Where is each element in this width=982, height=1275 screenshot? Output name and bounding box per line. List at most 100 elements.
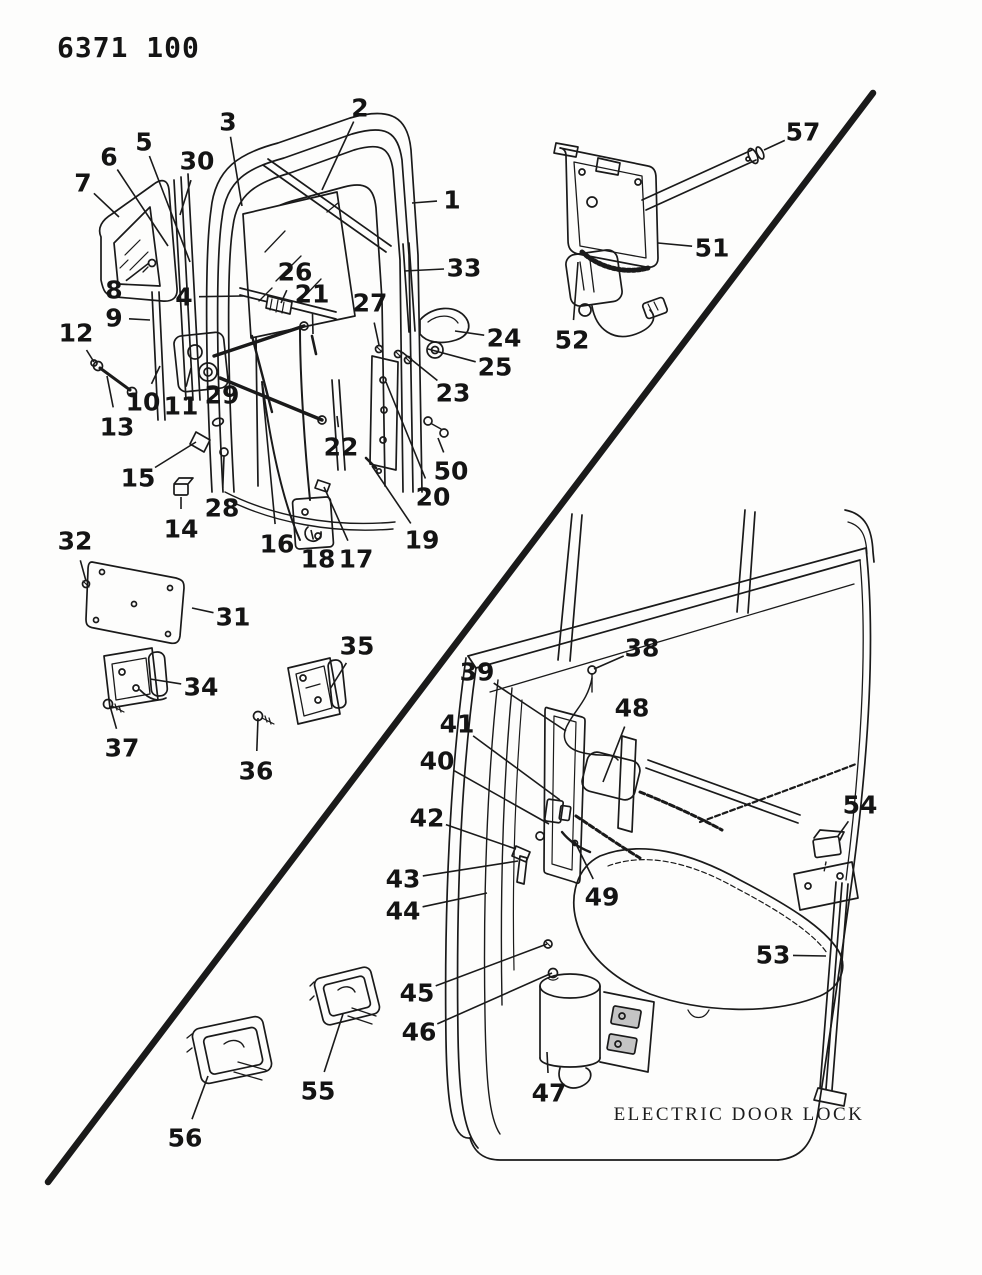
callout-11: 11 — [164, 392, 199, 421]
leader-line-57 — [763, 139, 786, 151]
callout-7: 7 — [74, 169, 91, 198]
leader-line-42 — [445, 823, 517, 850]
callout-17: 17 — [339, 545, 374, 574]
rear-door-shell — [444, 509, 875, 1161]
callout-13: 13 — [100, 413, 135, 442]
switch-bezel-large — [186, 1015, 273, 1085]
callout-1: 1 — [443, 186, 460, 215]
callout-46: 46 — [402, 1018, 437, 1047]
door-glass — [239, 158, 392, 356]
leader-line-16 — [261, 383, 276, 525]
callout-18: 18 — [301, 545, 336, 574]
callout-33: 33 — [447, 254, 482, 283]
callout-15: 15 — [121, 464, 156, 493]
callout-30: 30 — [180, 147, 215, 176]
callout-41: 41 — [440, 710, 475, 739]
callout-56: 56 — [168, 1124, 203, 1153]
callout-24: 24 — [487, 324, 522, 353]
callout-53: 53 — [756, 941, 791, 970]
callout-2: 2 — [351, 94, 368, 123]
leader-line-9 — [128, 318, 151, 321]
callout-31: 31 — [216, 603, 251, 632]
door-handle-and-lock — [374, 307, 470, 438]
callout-20: 20 — [416, 483, 451, 512]
leader-line-33 — [403, 268, 445, 272]
callout-38: 38 — [625, 634, 660, 663]
leader-line-5 — [148, 155, 191, 263]
leader-line-41 — [472, 735, 561, 801]
leader-line-24 — [454, 330, 485, 336]
drawing-number: 6371 100 — [57, 31, 200, 64]
leader-line-56 — [191, 1075, 209, 1120]
leader-line-54 — [837, 820, 850, 837]
leader-line-11 — [185, 367, 192, 387]
callout-49: 49 — [585, 883, 620, 912]
callout-29: 29 — [205, 381, 240, 410]
callout-19: 19 — [405, 526, 440, 555]
callout-32: 32 — [58, 527, 93, 556]
leader-line-19 — [371, 465, 412, 524]
leader-line-18 — [310, 529, 315, 540]
leader-line-8 — [125, 262, 150, 282]
callout-9: 9 — [105, 304, 122, 333]
leader-line-55 — [323, 1013, 344, 1073]
callout-40: 40 — [420, 747, 455, 776]
callout-37: 37 — [105, 734, 140, 763]
leader-line-34 — [149, 678, 182, 685]
leader-line-12 — [85, 349, 95, 363]
leader-line-22 — [336, 415, 340, 428]
callout-4: 4 — [175, 283, 192, 312]
leader-line-49 — [573, 839, 594, 880]
callout-55: 55 — [301, 1077, 336, 1106]
leader-line-10 — [150, 365, 161, 385]
callout-16: 16 — [260, 530, 295, 559]
leader-line-31 — [191, 607, 214, 614]
divider-line — [44, 89, 877, 1186]
callout-45: 45 — [400, 979, 435, 1008]
callout-57: 57 — [786, 118, 821, 147]
callout-39: 39 — [460, 658, 495, 687]
leader-line-7 — [93, 192, 120, 218]
lock-pillar-channel — [793, 829, 859, 1107]
leader-line-38 — [593, 655, 625, 670]
callout-26: 26 — [278, 258, 313, 287]
leader-line-52 — [572, 261, 579, 321]
leader-line-46 — [436, 972, 553, 1025]
callout-34: 34 — [184, 673, 219, 702]
callout-3: 3 — [219, 108, 236, 137]
leader-line-17 — [323, 486, 349, 542]
leader-line-15 — [154, 441, 197, 469]
callout-6: 6 — [100, 143, 117, 172]
leader-line-27 — [373, 322, 380, 346]
callout-14: 14 — [164, 515, 199, 544]
callout-50: 50 — [434, 457, 469, 486]
callout-22: 22 — [324, 433, 359, 462]
leader-line-44 — [422, 892, 488, 908]
callout-44: 44 — [386, 897, 421, 926]
callout-52: 52 — [555, 326, 590, 355]
callout-28: 28 — [205, 494, 240, 523]
latch-and-rods — [173, 242, 416, 550]
window-regulator — [90, 321, 327, 425]
leader-line-6 — [116, 169, 169, 247]
leader-line-51 — [657, 242, 693, 247]
leader-line-50 — [437, 437, 445, 453]
switch-bezel-small — [309, 966, 381, 1026]
callout-47: 47 — [532, 1079, 567, 1108]
leader-line-30 — [179, 179, 192, 216]
leader-line-1 — [411, 200, 438, 204]
upper-hinge — [102, 647, 169, 713]
diagram-caption: ELECTRIC DOOR LOCK — [614, 1104, 865, 1125]
callout-51: 51 — [695, 234, 730, 263]
leader-line-48 — [602, 726, 626, 783]
callout-5: 5 — [135, 128, 152, 157]
leader-line-45 — [435, 943, 548, 987]
leader-line-39 — [493, 682, 567, 732]
leader-line-47 — [546, 1051, 549, 1074]
leader-line-43 — [422, 860, 519, 877]
callout-25: 25 — [478, 353, 513, 382]
leader-line-21 — [311, 313, 314, 335]
callout-43: 43 — [386, 865, 421, 894]
